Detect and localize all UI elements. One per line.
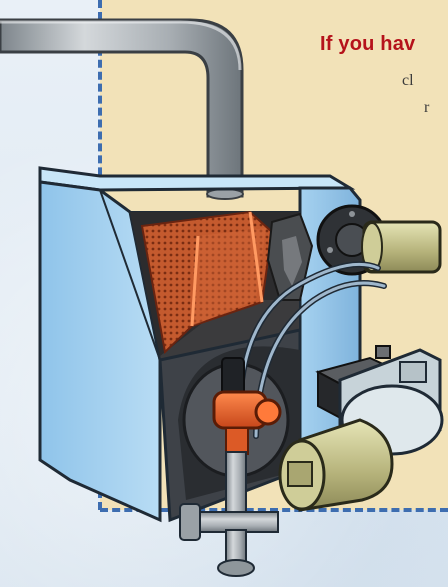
drain-valve bbox=[179, 451, 279, 577]
flue-pipe bbox=[0, 18, 244, 200]
text-fragment-2: r bbox=[424, 99, 430, 116]
panel-heading: If you hav bbox=[320, 33, 416, 55]
dashed-border-bottom bbox=[100, 508, 448, 512]
burner-motor bbox=[278, 418, 394, 512]
text-fragment-1: cl bbox=[402, 72, 414, 89]
ignition-transformer bbox=[361, 220, 442, 274]
oil-filter-assembly bbox=[212, 357, 282, 455]
